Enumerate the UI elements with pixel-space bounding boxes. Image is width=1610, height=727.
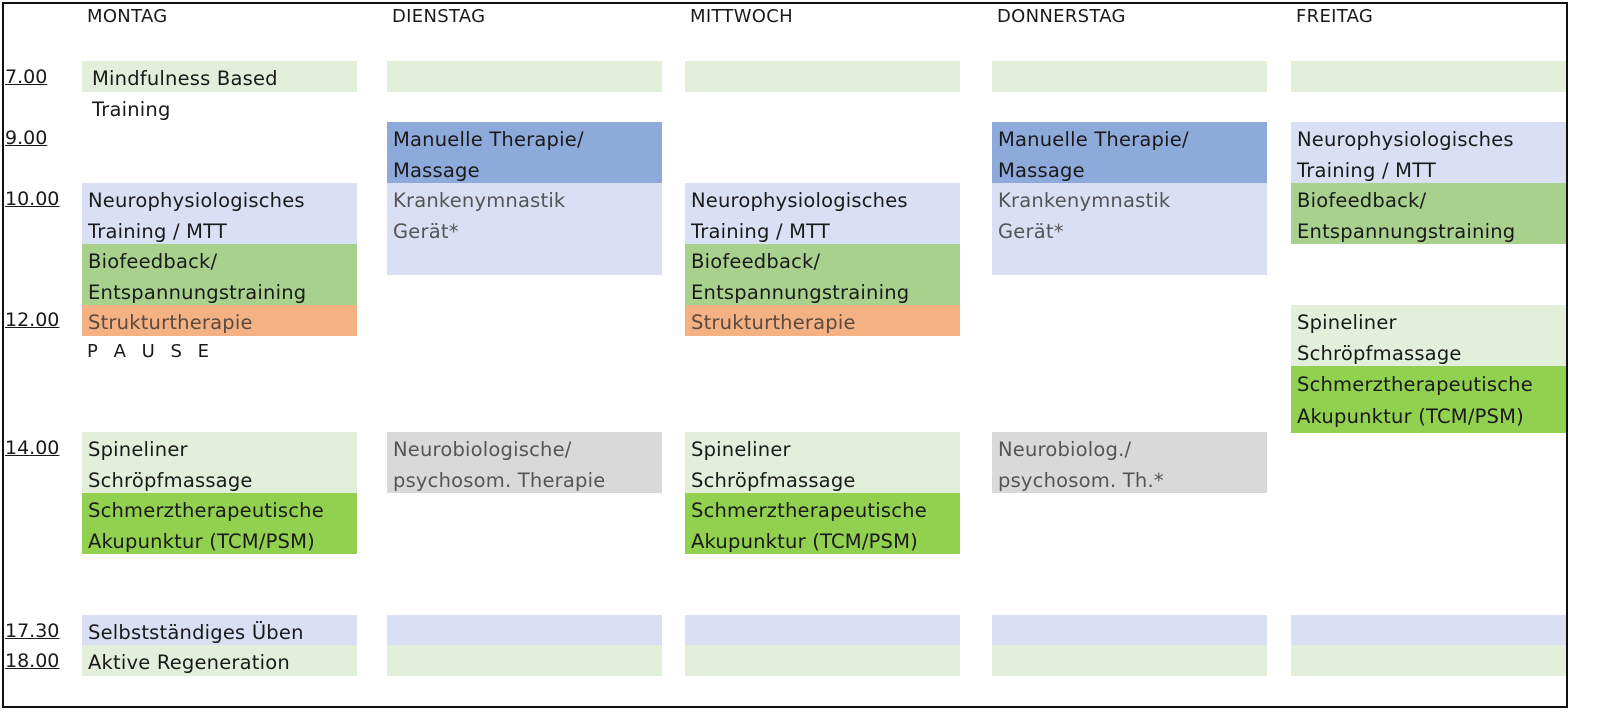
activity-label-line2: Gerät* [393,219,459,243]
slot-mittwoch-1800-empty [685,645,960,676]
activity-label-line2: Massage [998,158,1085,182]
slot-dienstag-1730-empty [387,615,662,645]
slot-dienstag-0700-empty [387,61,662,92]
activity-label-line1: Manuelle Therapie/ [393,128,584,151]
slot-dienstag-neurobiologische-therapie[interactable]: Neurobiologische/ psychosom. Therapie [387,432,662,493]
slot-mittwoch-1730-empty [685,615,960,645]
slot-freitag-1800-empty [1291,645,1566,676]
activity-label-line1: Spineliner [1297,311,1397,334]
activity-label-line1: Spineliner [88,438,188,461]
activity-label-line2: Training / MTT [1297,158,1437,182]
slot-mittwoch-akupunktur[interactable]: Schmerztherapeutische Akupunktur (TCM/PS… [685,493,960,554]
slot-freitag-0700-empty [1291,61,1566,92]
activity-label-line2: Entspannungstraining [691,280,910,304]
activity-label-line2: Gerät* [998,219,1064,243]
slot-montag-neurophys-training[interactable]: Neurophysiologisches Training / MTT [82,183,357,244]
time-label-1200: 12.00 [5,309,60,331]
day-header-mittwoch: MITTWOCH [690,6,793,27]
day-header-freitag: FREITAG [1296,6,1374,27]
slot-mittwoch-0700-empty [685,61,960,92]
slot-montag-strukturtherapie[interactable]: Strukturtherapie [82,305,357,336]
activity-label-line1: Biofeedback/ [1297,189,1427,212]
time-label-1800: 18.00 [5,650,60,672]
activity-label: Selbstständiges Üben [88,621,304,644]
activity-label-line2: psychosom. Th.* [998,468,1164,492]
slot-freitag-neurophys-training[interactable]: Neurophysiologisches Training / MTT [1291,122,1566,183]
activity-label-line1: Krankenymnastik [998,189,1171,212]
activity-label-line2: Schröpfmassage [1297,341,1462,365]
slot-freitag-1730-empty [1291,615,1566,645]
slot-montag-mindfulness[interactable]: Mindfulness Based Training [82,61,357,121]
slot-montag-akupunktur[interactable]: Schmerztherapeutische Akupunktur (TCM/PS… [82,493,357,554]
slot-dienstag-1800-empty [387,645,662,676]
activity-label-line1: Spineliner [691,438,791,461]
activity-label: Mindfulness Based Training [92,67,278,121]
slot-mittwoch-spineliner[interactable]: Spineliner Schröpfmassage [685,432,960,493]
activity-label-line1: Krankenymnastik [393,189,566,212]
activity-label-line2: Akupunktur (TCM/PSM) [691,529,918,553]
activity-label-line1: Biofeedback/ [88,250,218,273]
day-header-dienstag: DIENSTAG [392,6,486,27]
day-header-montag: MONTAG [87,6,168,27]
weekly-schedule: MONTAG DIENSTAG MITTWOCH DONNERSTAG FREI… [5,6,1566,676]
slot-donnerstag-1730-empty [992,615,1267,645]
slot-mittwoch-strukturtherapie[interactable]: Strukturtherapie [685,305,960,336]
slot-freitag-spineliner[interactable]: Spineliner Schröpfmassage [1291,305,1566,366]
slot-donnerstag-manuelle-therapie[interactable]: Manuelle Therapie/ Massage [992,122,1267,183]
activity-label: Strukturtherapie [88,311,253,334]
activity-label-line2: Akupunktur (TCM/PSM) [1297,405,1524,428]
slot-dienstag-krankengymnastik[interactable]: Krankenymnastik Gerät* [387,183,662,275]
time-label-1400: 14.00 [5,437,60,459]
activity-label-line1: Neurophysiologisches [88,189,305,212]
activity-label: Aktive Regeneration [88,651,290,674]
activity-label-line2: Entspannungstraining [1297,219,1516,243]
activity-label-line1: Biofeedback/ [691,250,821,273]
activity-label-line2: Training / MTT [88,219,228,243]
slot-freitag-biofeedback[interactable]: Biofeedback/ Entspannungstraining [1291,183,1566,244]
activity-label-line2: Schröpfmassage [691,468,856,492]
day-header-donnerstag: DONNERSTAG [997,6,1126,27]
pause-label: P A U S E [87,341,215,362]
slot-montag-selbststaendiges-ueben[interactable]: Selbstständiges Üben [82,615,357,645]
activity-label-line1: Neurobiologische/ [393,438,572,461]
activity-label-line1: Manuelle Therapie/ [998,128,1189,151]
activity-label-line2: Entspannungstraining [88,280,307,304]
time-label-0900: 9.00 [5,127,48,149]
activity-label-line2: Massage [393,158,480,182]
slot-mittwoch-biofeedback[interactable]: Biofeedback/ Entspannungstraining [685,244,960,305]
time-label-0700: 7.00 [5,66,48,88]
slot-montag-spineliner[interactable]: Spineliner Schröpfmassage [82,432,357,493]
activity-label-line2: Akupunktur (TCM/PSM) [88,529,315,553]
activity-label-line2: psychosom. Therapie [393,468,606,492]
activity-label-line1: Neurophysiologisches [1297,128,1514,151]
activity-label: Strukturtherapie [691,311,856,334]
slot-donnerstag-krankengymnastik[interactable]: Krankenymnastik Gerät* [992,183,1267,275]
activity-label-line2: Training / MTT [691,219,831,243]
slot-dienstag-manuelle-therapie[interactable]: Manuelle Therapie/ Massage [387,122,662,183]
time-label-1000: 10.00 [5,188,60,210]
activity-label-line1: Neurobiolog./ [998,438,1132,461]
activity-label-line1: Schmerztherapeutische [1297,373,1533,396]
slot-freitag-akupunktur[interactable]: Schmerztherapeutische Akupunktur (TCM/PS… [1291,366,1566,433]
slot-montag-biofeedback[interactable]: Biofeedback/ Entspannungstraining [82,244,357,305]
activity-label-line1: Schmerztherapeutische [691,499,927,522]
slot-donnerstag-1800-empty [992,645,1267,676]
slot-donnerstag-neurobiolog-therapie[interactable]: Neurobiolog./ psychosom. Th.* [992,432,1267,493]
time-label-1730: 17.30 [5,620,60,642]
activity-label-line1: Schmerztherapeutische [88,499,324,522]
slot-mittwoch-neurophys-training[interactable]: Neurophysiologisches Training / MTT [685,183,960,244]
activity-label-line1: Neurophysiologisches [691,189,908,212]
activity-label-line2: Schröpfmassage [88,468,253,492]
slot-montag-aktive-regeneration[interactable]: Aktive Regeneration [82,645,357,676]
slot-donnerstag-0700-empty [992,61,1267,92]
